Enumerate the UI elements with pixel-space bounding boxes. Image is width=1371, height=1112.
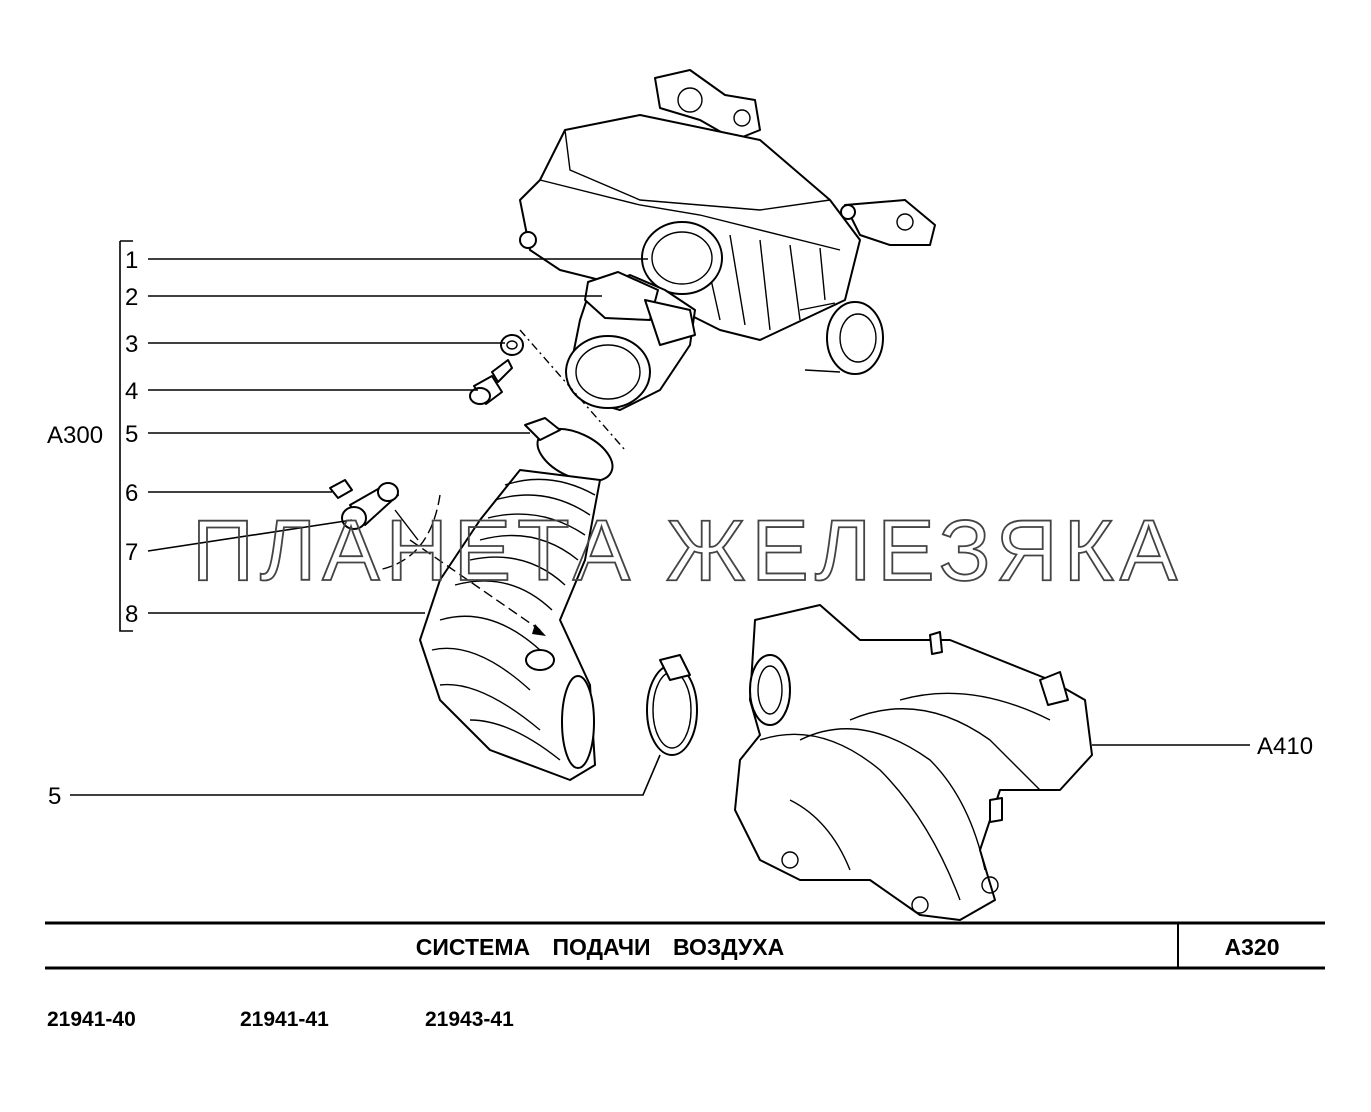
callout-1: 1 bbox=[125, 247, 138, 274]
intake-manifold bbox=[734, 604, 1093, 921]
callout-6: 6 bbox=[125, 480, 138, 507]
callout-7: 7 bbox=[125, 539, 138, 566]
hose-clamp-lower bbox=[646, 654, 698, 756]
small-clip bbox=[329, 479, 353, 499]
model-number: 21941-40 bbox=[47, 1008, 136, 1031]
air-filter-housing bbox=[519, 69, 936, 375]
intake-hose bbox=[419, 469, 601, 781]
drawing-code: А320 bbox=[1225, 934, 1280, 960]
hose-fitting bbox=[341, 482, 419, 541]
drawing-title: СИСТЕМА ПОДАЧИ ВОЗДУХА bbox=[416, 934, 784, 960]
model-number: 21941-41 bbox=[240, 1008, 329, 1031]
callout-8: 8 bbox=[125, 601, 138, 628]
callout-2: 2 bbox=[125, 284, 138, 311]
callout-3: 3 bbox=[125, 331, 138, 358]
assembly-label: А410 bbox=[1257, 733, 1313, 760]
model-number: 21943-41 bbox=[425, 1008, 514, 1031]
callout-4: 4 bbox=[125, 378, 138, 405]
callout-5: 5 bbox=[125, 421, 138, 448]
bolt bbox=[469, 359, 513, 405]
callout-5-lower: 5 bbox=[48, 783, 61, 810]
hose-clamp-upper bbox=[524, 417, 614, 483]
group-label: А300 bbox=[47, 422, 103, 449]
watermark: ПЛАНЕТА ЖЕЛЕЗЯКА bbox=[192, 503, 1183, 599]
washer bbox=[500, 334, 524, 356]
leader-lines bbox=[70, 240, 1250, 796]
title-block: СИСТЕМА ПОДАЧИ ВОЗДУХА А320 bbox=[45, 921, 1325, 970]
mass-air-flow-sensor bbox=[565, 271, 696, 411]
